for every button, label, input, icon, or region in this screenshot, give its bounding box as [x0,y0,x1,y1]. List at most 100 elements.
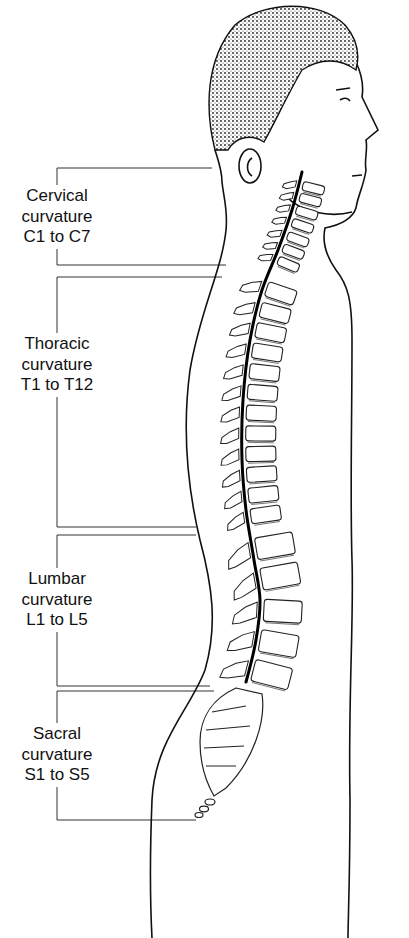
bracket-lines [57,168,226,820]
eye [340,98,350,101]
spinous-process [279,189,294,202]
vertebral-body [264,282,297,306]
coccyx [200,806,209,812]
ear-detail [248,158,253,176]
vertebral-body [246,446,276,462]
region-label: Thoracic curvature T1 to T12 [10,333,104,396]
disc [265,623,299,625]
sacral-segments [204,706,250,766]
vertebra [221,466,277,487]
spinous-process [234,298,255,318]
vertebra [226,339,283,365]
back-contour [151,150,227,938]
region-label: Lumbar curvature L1 to L5 [10,568,104,631]
sacrum-group [195,688,263,818]
vertebra [227,624,299,662]
spinous-process [221,428,239,444]
vertebra [221,446,276,465]
spinous-process [272,213,287,227]
spinous-process [221,406,240,423]
spinous-process [227,628,254,655]
vertebral-body [263,599,302,623]
front-contour [324,62,378,938]
vertebra [220,652,293,695]
spinous-process [221,470,240,487]
vertebral-body [250,505,282,524]
vertebra [258,249,301,276]
spinous-process [220,655,249,683]
vertebra [225,505,282,531]
vertebra [223,485,280,508]
sacrum [200,688,263,796]
spinous-process [224,363,244,381]
vertebra [234,296,292,327]
disc [248,422,274,423]
disc [254,522,280,526]
disc [248,442,274,443]
vertebra [232,598,302,628]
spine [220,172,325,694]
spinous-process [258,250,273,264]
spinous-process [223,491,242,508]
disc [251,380,277,383]
vertebra [230,562,302,600]
vertebral-body [247,384,278,401]
vertebral-body [246,405,277,421]
vertebral-body [302,181,326,195]
vertebral-body [259,302,292,324]
disc [251,502,277,505]
spinous-process [222,384,241,401]
vertebral-body [276,256,300,273]
spinous-process [267,226,282,240]
vertebra [221,426,276,445]
vertebral-body [246,426,276,441]
vertebra [240,274,298,309]
hair [209,6,358,150]
eyebrow [336,88,350,90]
disc [260,555,294,561]
spinous-process [225,543,252,570]
ear [239,149,261,183]
vertebra [221,404,277,424]
disc [248,462,274,464]
coccyx [195,813,203,818]
vertebral-body [249,363,280,381]
region-label: Cervical curvature C1 to C7 [10,185,104,248]
disc [260,653,294,659]
vertebral-body [295,206,319,221]
thoracic-bracket [57,277,222,527]
vertebral-body [299,193,323,207]
spinous-process [282,178,296,191]
disc [278,267,295,274]
spinous-process [229,320,250,339]
vertebra [222,382,278,404]
coccyx [205,799,215,805]
spinous-process [276,201,291,214]
spinous-process [225,512,245,530]
vertebra [224,361,281,385]
vertebra [229,317,286,346]
spinous-process [221,449,239,465]
vertebral-body [248,485,279,503]
disc [266,585,299,591]
vertebral-body [246,466,277,483]
vertebral-body [251,343,283,362]
region-label: Sacral curvature S1 to S5 [10,723,104,786]
spinous-process [262,238,277,252]
spinous-process [226,341,246,359]
spinous-process [230,573,257,600]
vertebral-body [291,218,315,234]
disc [253,359,279,363]
spinous-process [240,276,262,297]
body-outline [151,62,379,938]
mouth [352,175,362,176]
spinous-process [232,601,257,625]
vertebral-body [251,659,293,690]
spinal-cord [242,172,302,682]
disc [249,401,275,403]
vertebral-body [281,244,305,260]
disc [249,482,275,484]
disc [252,683,285,691]
